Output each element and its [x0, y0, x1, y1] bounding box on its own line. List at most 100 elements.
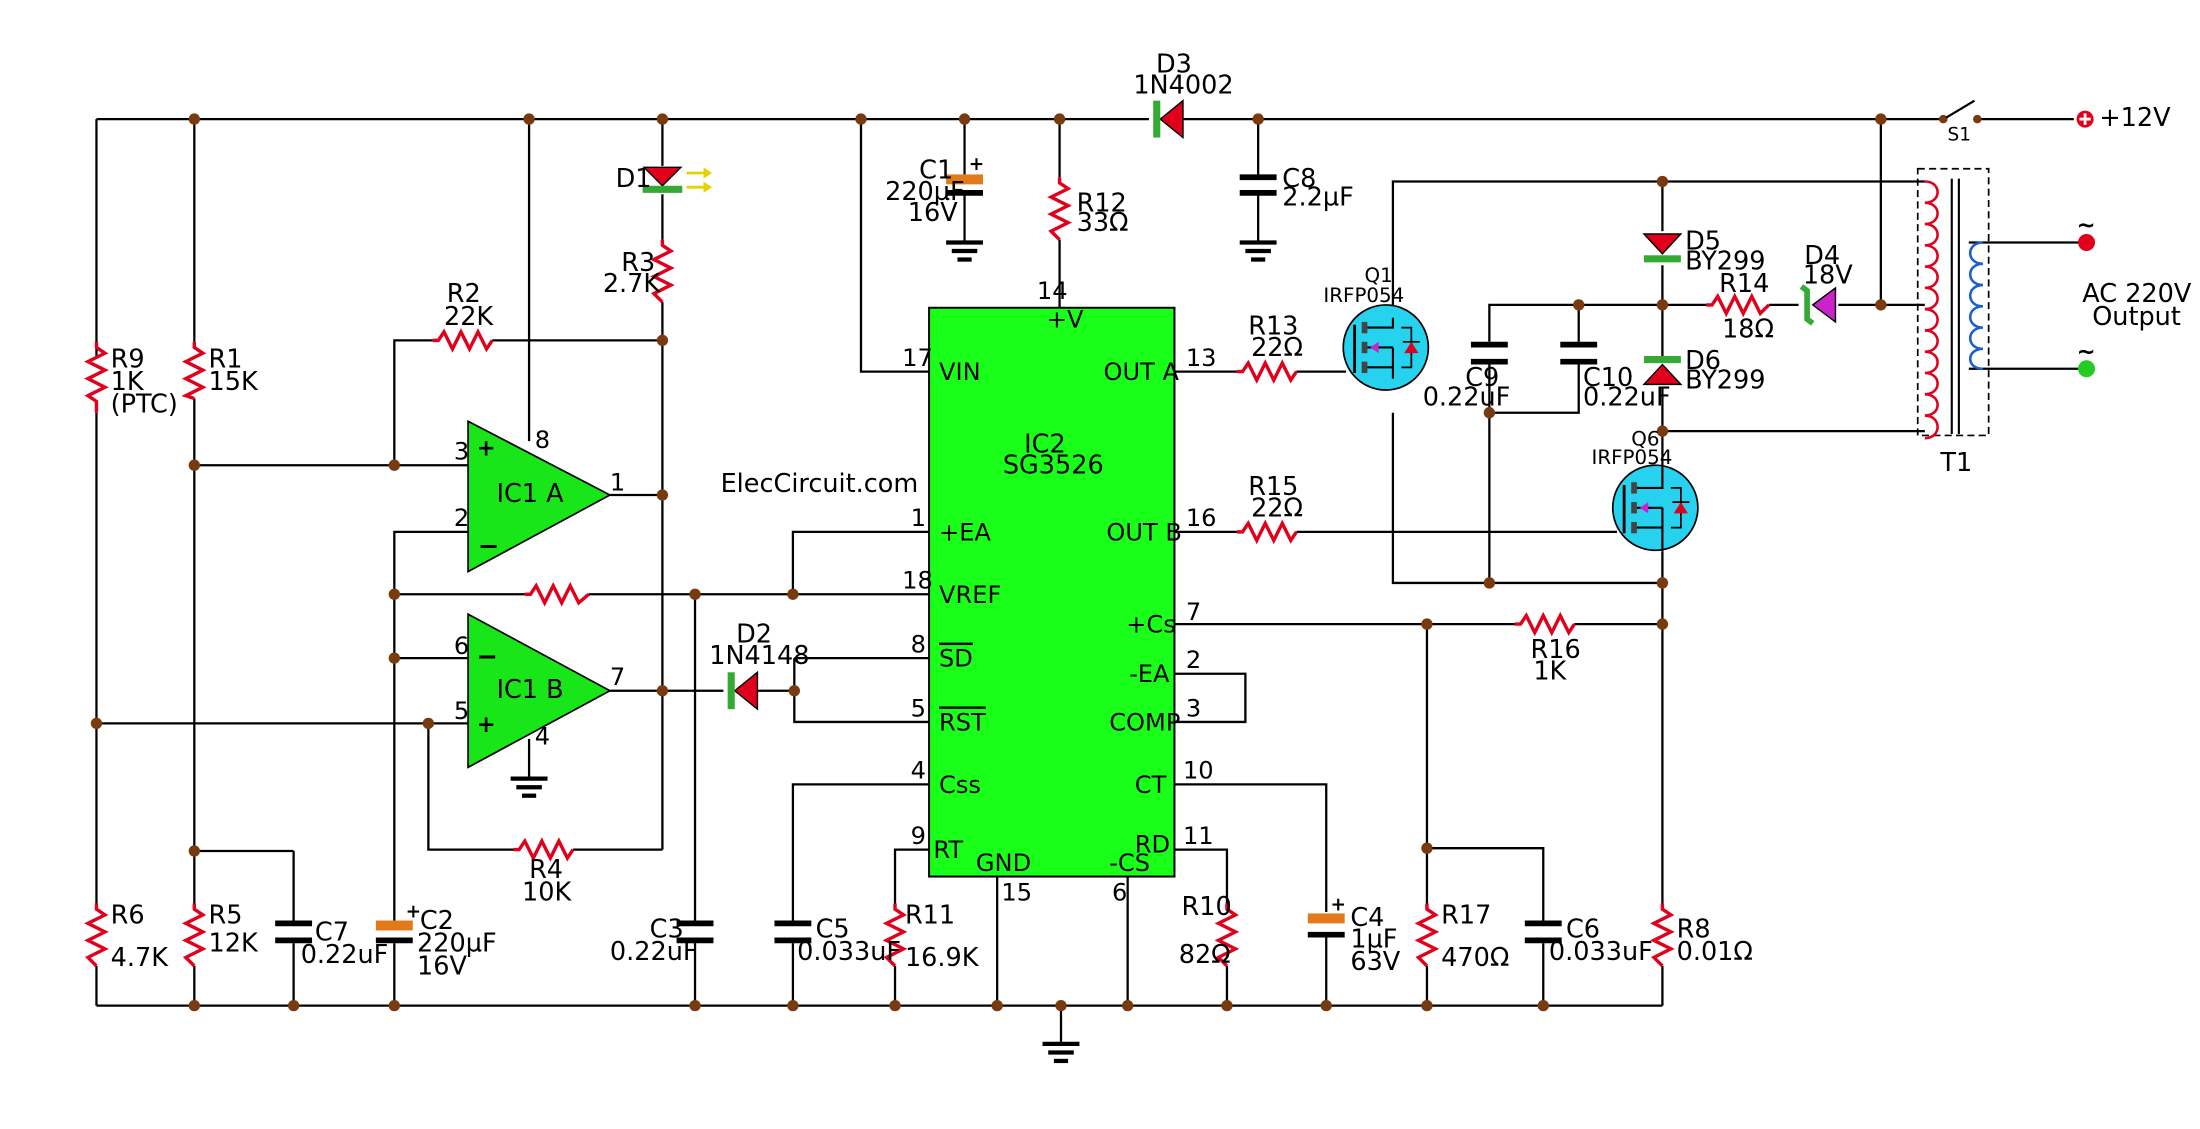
c9-name: C9 — [1465, 363, 1499, 393]
capacitor-c7 — [275, 920, 313, 944]
resistor-r2 — [432, 328, 494, 353]
ground-icon — [1240, 243, 1277, 260]
svg-text:+: + — [406, 902, 421, 923]
r9-extra: (PTC) — [111, 390, 178, 420]
resistor-r12 — [1047, 177, 1072, 241]
ic2-pin14-num: 14 — [1037, 277, 1068, 305]
r14-name: R14 — [1719, 269, 1769, 299]
ground-icon — [511, 779, 548, 796]
capacitor-c1: + — [946, 154, 984, 196]
r2-value: 22K — [444, 302, 494, 332]
c6-value: 0.033uF — [1549, 937, 1653, 967]
pin5-name: RST — [939, 708, 986, 736]
capacitor-c8 — [1239, 174, 1277, 196]
switch-s1 — [1939, 99, 1982, 124]
diode-d2 — [727, 670, 759, 711]
led-d1 — [642, 166, 713, 193]
d3-name: D3 — [1156, 49, 1192, 79]
ic2-top-label: +V — [1047, 306, 1084, 334]
pin18-name: VREF — [939, 581, 1001, 609]
d6-name: D6 — [1685, 346, 1721, 376]
ground-icon — [1043, 1044, 1080, 1061]
opamp-ic1b: − + — [467, 612, 612, 769]
t1-label: T1 — [1939, 448, 1972, 478]
c4-rating: 63V — [1350, 947, 1400, 977]
resistor-r3 — [650, 239, 675, 304]
pin15-name: GND — [976, 849, 1031, 877]
terminals — [2076, 110, 2096, 378]
capacitors: + + + — [275, 154, 1598, 944]
resistor-r10 — [1214, 903, 1240, 968]
c4-name: C4 — [1350, 903, 1384, 933]
c1-rating: 16V — [908, 198, 958, 228]
q1-value: IRFP054 — [1323, 284, 1404, 307]
pin9-name: RT — [933, 836, 963, 864]
pin10-name: CT — [1135, 771, 1167, 799]
c3-name: C3 — [650, 915, 684, 945]
pin13-name: OUT A — [1104, 358, 1180, 386]
c1-value: 220µF — [885, 177, 965, 207]
pin17-name: VIN — [939, 358, 981, 386]
resistor-r17 — [1414, 903, 1440, 968]
c8-name: C8 — [1282, 164, 1316, 194]
r13-value: 22Ω — [1251, 333, 1303, 363]
ac-terminal-top — [2078, 234, 2096, 252]
resistor-r14 — [1706, 292, 1770, 318]
pin3-num: 3 — [1186, 694, 1201, 722]
diode-d6 — [1642, 355, 1683, 386]
c2-name: C2 — [420, 906, 454, 936]
r6-value: 4.7K — [111, 943, 170, 973]
resistor-r9 — [84, 341, 109, 413]
opamp-labels: IC1 A 3 2 1 8 IC1 B 6 5 7 4 — [454, 426, 625, 750]
r10-name: R10 — [1182, 892, 1232, 922]
r3-name: R3 — [621, 248, 655, 278]
pin8-name: SD — [939, 645, 973, 673]
ic2-part: SG3526 — [1003, 451, 1104, 481]
opamp-ic1a: + − — [467, 419, 612, 574]
ic1a-pin-minus: 2 — [454, 504, 469, 532]
ic1b-pin-gnd: 4 — [535, 723, 550, 751]
ground-icon — [946, 243, 983, 260]
d5-name: D5 — [1685, 227, 1721, 257]
svg-text:+: + — [477, 712, 496, 738]
ic1a-pin-plus: 3 — [454, 438, 469, 466]
zener-d4 — [1799, 284, 1837, 326]
c5-name: C5 — [816, 915, 850, 945]
watermark: ElecCircuit.com — [721, 469, 919, 499]
ic1a-name: IC1 A — [496, 479, 564, 509]
transformer-t1 — [1916, 167, 1990, 440]
pin10-num: 10 — [1183, 757, 1214, 785]
resistor-r6 — [84, 903, 109, 968]
resistor-r5 — [182, 903, 207, 968]
r12-value: 33Ω — [1077, 208, 1129, 238]
r15-value: 22Ω — [1251, 493, 1303, 523]
r6-name: R6 — [111, 900, 145, 930]
c2-rating: 16V — [417, 951, 467, 981]
pin4-name: Css — [939, 771, 981, 799]
pin17-num: 17 — [902, 344, 933, 372]
d2-value: 1N4148 — [709, 641, 809, 671]
r17-value: 470Ω — [1441, 943, 1509, 973]
r5-value: 12K — [209, 929, 259, 959]
r11-name: R11 — [905, 900, 955, 930]
ic1b-pin-plus: 5 — [454, 697, 469, 725]
c7-value: 0.22uF — [301, 940, 389, 970]
output-line2: Output — [2092, 302, 2181, 332]
pin3-name: COMP — [1109, 708, 1180, 736]
light-rays-icon — [686, 167, 713, 193]
resistor-vref — [524, 581, 590, 607]
ic1b-name: IC1 B — [496, 675, 563, 705]
resistor-r1 — [181, 341, 207, 401]
capacitor-c3 — [676, 920, 714, 944]
pin1-name: +EA — [939, 518, 991, 546]
c10-name: C10 — [1583, 363, 1633, 393]
c4-value: 1µF — [1350, 924, 1397, 954]
d1-name: D1 — [616, 164, 652, 194]
d2-name: D2 — [736, 620, 772, 650]
r12-name: R12 — [1077, 188, 1127, 218]
s1-label: S1 — [1948, 124, 1971, 145]
r10-value: 82Ω — [1179, 940, 1231, 970]
ic1b-pin-minus: 6 — [454, 632, 469, 660]
svg-text:+: + — [969, 154, 984, 175]
r4-value: 10K — [522, 878, 572, 908]
